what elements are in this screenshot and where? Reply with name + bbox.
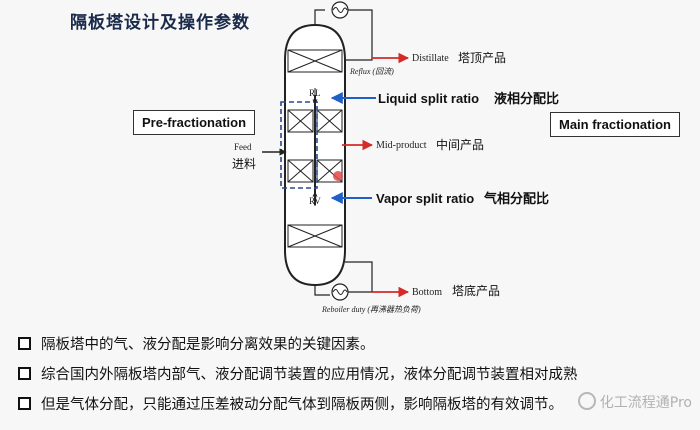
left-packing <box>287 109 314 183</box>
square-bullet-icon <box>18 336 31 350</box>
feed-cn-label: 进料 <box>232 157 256 171</box>
rl-label: RL <box>309 88 321 98</box>
condenser-icon <box>331 1 349 19</box>
page-title: 隔板塔设计及操作参数 <box>70 13 250 33</box>
main-fractionation-label: Main fractionation <box>550 112 680 137</box>
reflux-label: Reflux (回流) <box>349 67 394 76</box>
dividing-wall-column-diagram: Distillate 塔顶产品 Reflux (回流) RL Liquid sp… <box>232 1 559 314</box>
liquid-split-label: Liquid split ratio <box>378 91 479 106</box>
bullet-item: 隔板塔中的气、液分配是影响分离效果的关键因素。 <box>18 328 688 358</box>
right-packing <box>316 109 343 183</box>
top-packing <box>287 49 343 73</box>
mid-product-cn-label: 中间产品 <box>436 137 484 152</box>
mid-product-label: Mid-product <box>376 140 427 151</box>
watermark: 化工流程通Pro <box>577 392 692 412</box>
watermark-text: 化工流程通Pro <box>599 395 692 411</box>
wechat-icon <box>577 392 596 410</box>
highlight-dot <box>333 171 343 181</box>
pre-fractionation-label: Pre-fractionation <box>133 110 256 135</box>
bullet-item: 综合国内外隔板塔内部气、液分配调节装置的应用情况，液体分配调节装置相对成熟 <box>18 358 688 388</box>
pre-fractionation-region <box>280 101 318 189</box>
vapor-split-label: Vapor split ratio <box>376 191 474 206</box>
reboiler-label: Reboiler duty (再沸器热负荷) <box>321 305 421 314</box>
bottom-label: Bottom <box>412 287 442 298</box>
bottom-cn-label: 塔底产品 <box>452 283 500 298</box>
bottom-packing <box>287 224 343 248</box>
square-bullet-icon <box>18 366 31 380</box>
reboiler-return-line <box>345 261 373 293</box>
bullet-text: 隔板塔中的气、液分配是影响分离效果的关键因素。 <box>41 336 375 353</box>
bullet-text: 综合国内外隔板塔内部气、液分配调节装置的应用情况，液体分配调节装置相对成熟 <box>41 366 578 383</box>
feed-label: Feed <box>234 142 252 152</box>
square-bullet-icon <box>18 396 31 410</box>
bullet-item: 但是气体分配，只能通过压差被动分配气体到隔板两侧，影响隔板塔的有效调节。 <box>18 388 688 418</box>
reboiler-icon <box>331 283 349 301</box>
distillate-label: Distillate <box>412 53 449 64</box>
rv-label: RV <box>309 196 321 206</box>
liquid-split-cn-label: 液相分配比 <box>494 91 559 107</box>
reboiler-draw-line <box>314 285 330 296</box>
bullet-list: 隔板塔中的气、液分配是影响分离效果的关键因素。 综合国内外隔板塔内部气、液分配调… <box>18 328 688 418</box>
distillate-cn-label: 塔顶产品 <box>458 51 506 65</box>
overhead-line <box>314 9 325 25</box>
vapor-split-cn-label: 气相分配比 <box>484 191 549 207</box>
bullet-text: 但是气体分配，只能通过压差被动分配气体到隔板两侧，影响隔板塔的有效调节。 <box>41 396 563 413</box>
reflux-line <box>345 9 373 61</box>
